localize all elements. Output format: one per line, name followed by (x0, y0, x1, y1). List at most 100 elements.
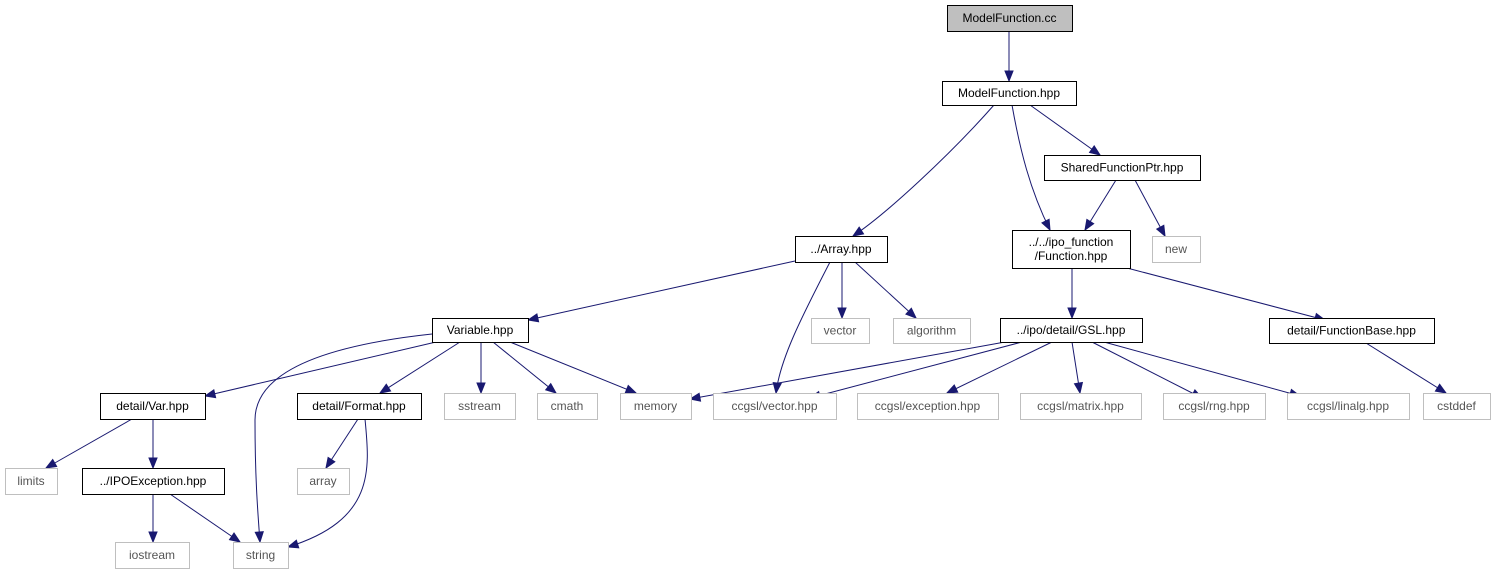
node-model_function_cc[interactable]: ModelFunction.cc (947, 5, 1073, 32)
arrow-head-icon (851, 226, 865, 237)
arrow-head-icon (44, 458, 58, 469)
node-gsl_hpp[interactable]: ../ipo/detail/GSL.hpp (1000, 318, 1143, 343)
node-label: vector (824, 324, 857, 338)
node-box (5, 468, 58, 495)
node-label: ccgsl/linalg.hpp (1307, 399, 1389, 413)
node-label: detail/FunctionBase.hpp (1287, 324, 1416, 338)
node-ipo_exception_hpp[interactable]: ../IPOException.hpp (82, 468, 225, 495)
node-array_hpp[interactable]: ../Array.hpp (795, 236, 888, 263)
node-function_base_hpp[interactable]: detail/FunctionBase.hpp (1269, 318, 1435, 344)
node-box (444, 393, 516, 420)
node-box (1269, 318, 1435, 344)
edge-line (509, 341, 637, 394)
edge-variable_hpp-to-var_hpp (203, 341, 437, 399)
edge-line (775, 261, 831, 394)
edge-gsl_hpp-to-memory (688, 341, 1006, 402)
edge-variable_hpp-to-format_hpp (378, 341, 461, 394)
node-variable_hpp[interactable]: Variable.hpp (432, 318, 529, 343)
arrow-head-icon (1067, 307, 1077, 320)
arrow-head-icon (1155, 224, 1166, 238)
node-function_hpp[interactable]: ../../ipo_function/Function.hpp (1012, 230, 1131, 269)
node-cstddef: cstddef (1423, 393, 1491, 420)
edge-format_hpp-to-string (286, 418, 368, 549)
edge-line (204, 341, 437, 397)
node-box (893, 318, 971, 344)
node-sstream: sstream (444, 393, 516, 420)
arrow-head-icon (148, 531, 158, 544)
edge-line (1091, 341, 1203, 399)
node-label: ModelFunction.hpp (958, 86, 1060, 100)
arrow-head-icon (544, 382, 558, 394)
node-label: ../IPOException.hpp (100, 474, 207, 488)
edge-line (852, 104, 995, 237)
arrow-head-icon (1434, 383, 1448, 394)
node-label: new (1165, 242, 1187, 256)
node-box (1163, 393, 1266, 420)
node-label: ccgsl/rng.hpp (1178, 399, 1250, 413)
node-box (620, 393, 692, 420)
edge-variable_hpp-to-string (254, 333, 433, 544)
node-label: detail/Format.hpp (312, 399, 406, 413)
node-box (1152, 236, 1201, 263)
edge-gsl_hpp-to-ccgsl_rng (1091, 341, 1204, 399)
node-label: ccgsl/exception.hpp (875, 399, 981, 413)
node-label: cmath (551, 399, 584, 413)
arrow-head-icon (378, 383, 392, 394)
edge-line (1011, 104, 1051, 231)
edge-line (1103, 341, 1301, 397)
node-shared_function_ptr[interactable]: SharedFunctionPtr.hpp (1044, 155, 1201, 181)
node-var_hpp[interactable]: detail/Var.hpp (100, 393, 206, 420)
node-array: array (297, 468, 350, 495)
edge-format_hpp-to-array (325, 418, 359, 470)
node-label: ../Array.hpp (810, 242, 871, 256)
node-box (947, 5, 1073, 32)
node-label: sstream (458, 399, 501, 413)
edge-line (946, 341, 1053, 394)
edge-array_hpp-to-algorithm (854, 261, 917, 319)
edge-gsl_hpp-to-ccgsl_exception (945, 341, 1053, 394)
edge-line (1134, 179, 1166, 237)
arrow-head-icon (1084, 218, 1095, 232)
node-label: iostream (129, 548, 175, 562)
node-box (100, 393, 206, 420)
node-label: array (309, 474, 336, 488)
arrow-head-icon (286, 539, 300, 549)
node-ccgsl_linalg: ccgsl/linalg.hpp (1287, 393, 1410, 420)
node-box (1287, 393, 1410, 420)
node-label: cstddef (1437, 399, 1476, 413)
node-label: memory (634, 399, 677, 413)
node-box (942, 81, 1077, 106)
arrow-head-icon (945, 384, 959, 394)
node-box (1423, 393, 1491, 420)
node-label: Variable.hpp (447, 323, 514, 337)
edge-line (1126, 267, 1326, 321)
edge-line (1365, 342, 1447, 394)
edge-model_function_hpp-to-shared_function_ptr (1029, 104, 1102, 156)
edge-line (689, 341, 1006, 400)
edge-line (169, 493, 241, 543)
node-ccgsl_matrix: ccgsl/matrix.hpp (1020, 393, 1142, 420)
node-iostream: iostream (115, 542, 190, 569)
node-label: ccgsl/matrix.hpp (1037, 399, 1124, 413)
edges-layer (44, 31, 1448, 549)
edge-model_function_hpp-to-array_hpp (851, 104, 995, 237)
node-box (82, 468, 225, 495)
node-limits: limits (5, 468, 58, 495)
edge-line (527, 260, 796, 321)
node-box (795, 236, 888, 263)
edge-ipo_exception_hpp-to-iostream (148, 494, 158, 544)
arrow-head-icon (624, 384, 638, 394)
edge-var_hpp-to-ipo_exception_hpp (148, 419, 158, 470)
edge-line (492, 341, 557, 394)
node-ccgsl_rng: ccgsl/rng.hpp (1163, 393, 1266, 420)
node-format_hpp[interactable]: detail/Format.hpp (297, 393, 422, 420)
node-label: limits (17, 474, 44, 488)
edge-variable_hpp-to-cmath (492, 341, 558, 394)
edge-shared_function_ptr-to-new (1134, 179, 1166, 238)
node-box (1012, 230, 1131, 269)
arrow-head-icon (837, 307, 847, 320)
arrow-head-icon (905, 307, 917, 319)
node-model_function_hpp[interactable]: ModelFunction.hpp (942, 81, 1077, 106)
edge-gsl_hpp-to-ccgsl_linalg (1103, 341, 1302, 398)
